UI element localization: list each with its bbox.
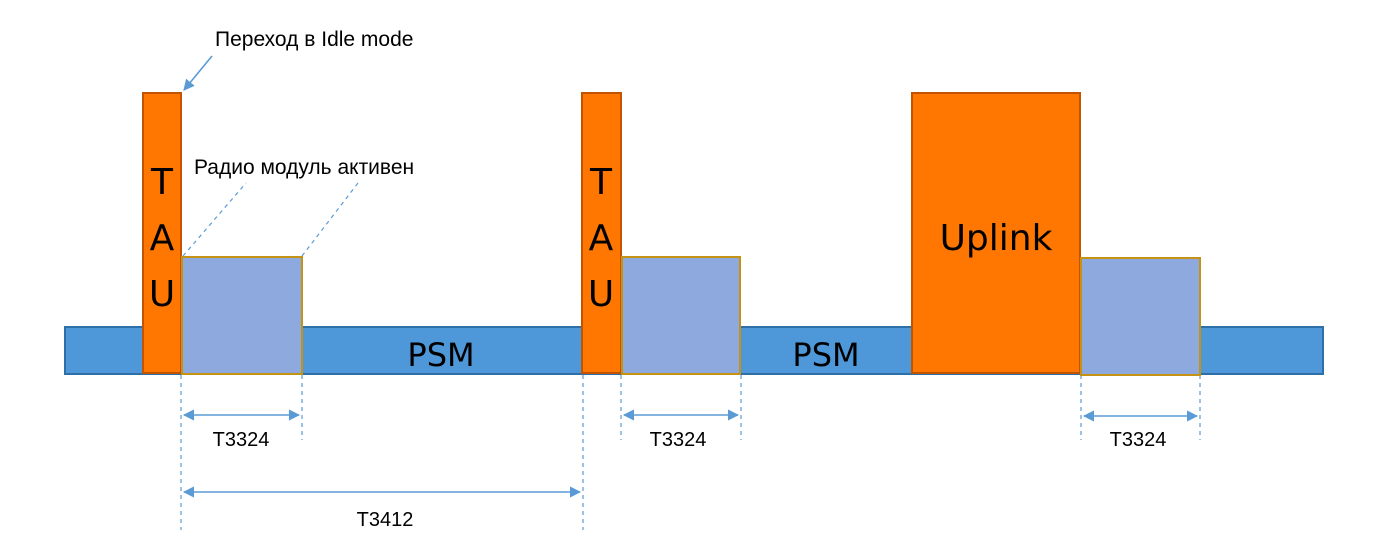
tau-1-letter-a: A bbox=[150, 218, 175, 259]
uplink-label: Uplink bbox=[940, 218, 1053, 259]
t3412-label: T3412 bbox=[357, 509, 414, 531]
uplink-block bbox=[911, 92, 1081, 374]
t3324-label-1: T3324 bbox=[213, 429, 270, 451]
tau-1-letter-t: T bbox=[150, 162, 174, 203]
tau-2-letter-t: T bbox=[589, 162, 613, 203]
radio-active-label: Радио модуль активен bbox=[194, 156, 414, 179]
radio-active-block-2 bbox=[621, 256, 741, 375]
t3324-label-2: T3324 bbox=[650, 429, 707, 451]
idle-transition-label: Переход в Idle mode bbox=[215, 28, 413, 51]
guide-lines bbox=[180, 182, 1201, 530]
tau-2-letter-u: U bbox=[588, 274, 614, 315]
radio-active-block-1 bbox=[181, 256, 303, 375]
tau-block-2 bbox=[581, 92, 622, 374]
tau-1-letter-u: U bbox=[149, 274, 175, 315]
idle-transition-arrow bbox=[183, 55, 213, 91]
tau-2-letter-a: A bbox=[589, 218, 614, 259]
psm-label-1: PSM bbox=[407, 336, 474, 374]
t3324-label-3: T3324 bbox=[1110, 429, 1167, 451]
psm-label-2: PSM bbox=[792, 336, 859, 374]
tau-block-1 bbox=[142, 92, 182, 374]
radio-active-block-3 bbox=[1080, 257, 1201, 376]
